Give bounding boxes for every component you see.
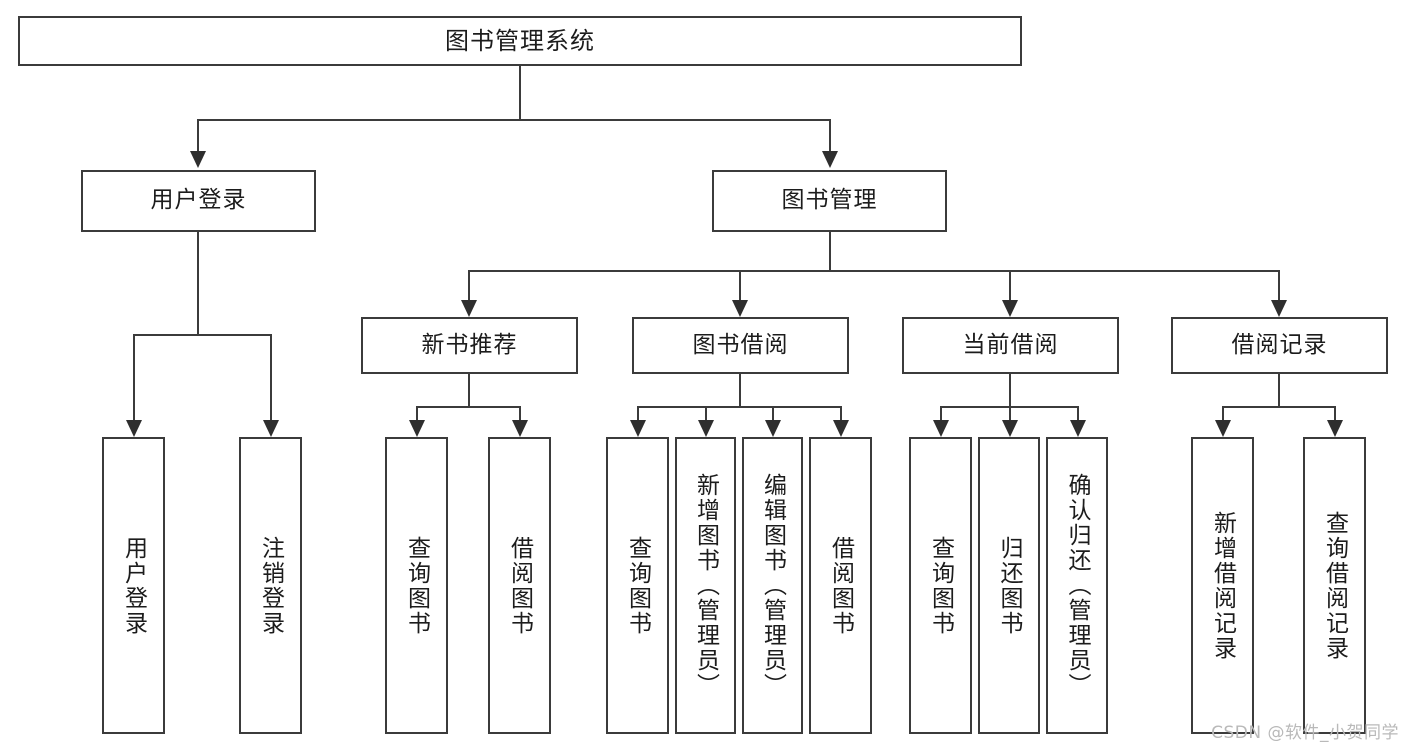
- leaf-br-add-record[interactable]: 新增借阅记录: [1191, 437, 1254, 734]
- connector-drop-borrow-record: [1278, 270, 1280, 300]
- arrow-nb-query: [409, 420, 425, 437]
- connector-drop-bb-edit: [772, 406, 774, 420]
- connector-book-manage-stem: [829, 232, 831, 271]
- leaf-cb-query-book[interactable]: 查询图书: [909, 437, 972, 734]
- arrow-book-manage: [822, 151, 838, 168]
- node-current-borrow[interactable]: 当前借阅: [902, 317, 1119, 374]
- connector-user-login-bus: [133, 334, 272, 336]
- connector-user-login-stem: [197, 232, 199, 335]
- connector-drop-leaf-user-login: [133, 334, 135, 420]
- connector-level2-bus: [468, 270, 1280, 272]
- connector-drop-cb-return: [1009, 406, 1011, 420]
- node-user-login[interactable]: 用户登录: [81, 170, 316, 232]
- connector-drop-br-add: [1222, 406, 1224, 420]
- node-book-borrow[interactable]: 图书借阅: [632, 317, 849, 374]
- connector-new-book-bus: [416, 406, 521, 408]
- connector-root-stem: [519, 66, 521, 120]
- connector-drop-user-login: [197, 119, 199, 151]
- leaf-nb-query-book[interactable]: 查询图书: [385, 437, 448, 734]
- connector-book-borrow-bus: [637, 406, 841, 408]
- arrow-bb-add: [698, 420, 714, 437]
- connector-drop-book-manage: [829, 119, 831, 151]
- csdn-watermark: CSDN @软件_小贺同学: [1211, 723, 1399, 743]
- arrow-br-add: [1215, 420, 1231, 437]
- connector-drop-new-book: [468, 270, 470, 300]
- arrow-current-borrow: [1002, 300, 1018, 317]
- node-new-book-recommend[interactable]: 新书推荐: [361, 317, 578, 374]
- arrow-book-borrow: [732, 300, 748, 317]
- leaf-bb-query-book[interactable]: 查询图书: [606, 437, 669, 734]
- connector-drop-br-query: [1334, 406, 1336, 420]
- arrow-leaf-logout: [263, 420, 279, 437]
- leaf-bb-borrow-book[interactable]: 借阅图书: [809, 437, 872, 734]
- arrow-new-book: [461, 300, 477, 317]
- arrow-bb-borrow: [833, 420, 849, 437]
- connector-drop-nb-query: [416, 406, 418, 420]
- arrow-bb-edit: [765, 420, 781, 437]
- leaf-cb-return-book[interactable]: 归还图书: [978, 437, 1040, 734]
- arrow-bb-query: [630, 420, 646, 437]
- connector-drop-cb-confirm: [1077, 406, 1079, 420]
- connector-drop-cb-query: [940, 406, 942, 420]
- connector-drop-bb-query: [637, 406, 639, 420]
- connector-drop-bb-borrow: [840, 406, 842, 420]
- arrow-borrow-record: [1271, 300, 1287, 317]
- arrow-cb-query: [933, 420, 949, 437]
- connector-level1-bus: [197, 119, 830, 121]
- connector-borrow-record-bus: [1222, 406, 1335, 408]
- leaf-br-query-record[interactable]: 查询借阅记录: [1303, 437, 1366, 734]
- leaf-nb-borrow-book[interactable]: 借阅图书: [488, 437, 551, 734]
- arrow-br-query: [1327, 420, 1343, 437]
- arrow-user-login: [190, 151, 206, 168]
- connector-new-book-stem: [468, 374, 470, 407]
- connector-current-borrow-stem: [1009, 374, 1011, 407]
- leaf-user-login[interactable]: 用户登录: [102, 437, 165, 734]
- connector-drop-nb-borrow: [519, 406, 521, 420]
- node-book-manage[interactable]: 图书管理: [712, 170, 947, 232]
- arrow-nb-borrow: [512, 420, 528, 437]
- leaf-cb-confirm-return[interactable]: 确认归还（管理员）: [1046, 437, 1108, 734]
- node-borrow-record[interactable]: 借阅记录: [1171, 317, 1388, 374]
- connector-drop-leaf-logout: [270, 334, 272, 420]
- leaf-bb-add-book[interactable]: 新增图书（管理员）: [675, 437, 736, 734]
- arrow-leaf-user-login: [126, 420, 142, 437]
- node-root-system[interactable]: 图书管理系统: [18, 16, 1022, 66]
- connector-drop-bb-add: [705, 406, 707, 420]
- connector-drop-current-borrow: [1009, 270, 1011, 300]
- leaf-bb-edit-book[interactable]: 编辑图书（管理员）: [742, 437, 803, 734]
- connector-drop-book-borrow: [739, 270, 741, 300]
- arrow-cb-confirm: [1070, 420, 1086, 437]
- arrow-cb-return: [1002, 420, 1018, 437]
- connector-borrow-record-stem: [1278, 374, 1280, 407]
- leaf-logout[interactable]: 注销登录: [239, 437, 302, 734]
- connector-book-borrow-stem: [739, 374, 741, 407]
